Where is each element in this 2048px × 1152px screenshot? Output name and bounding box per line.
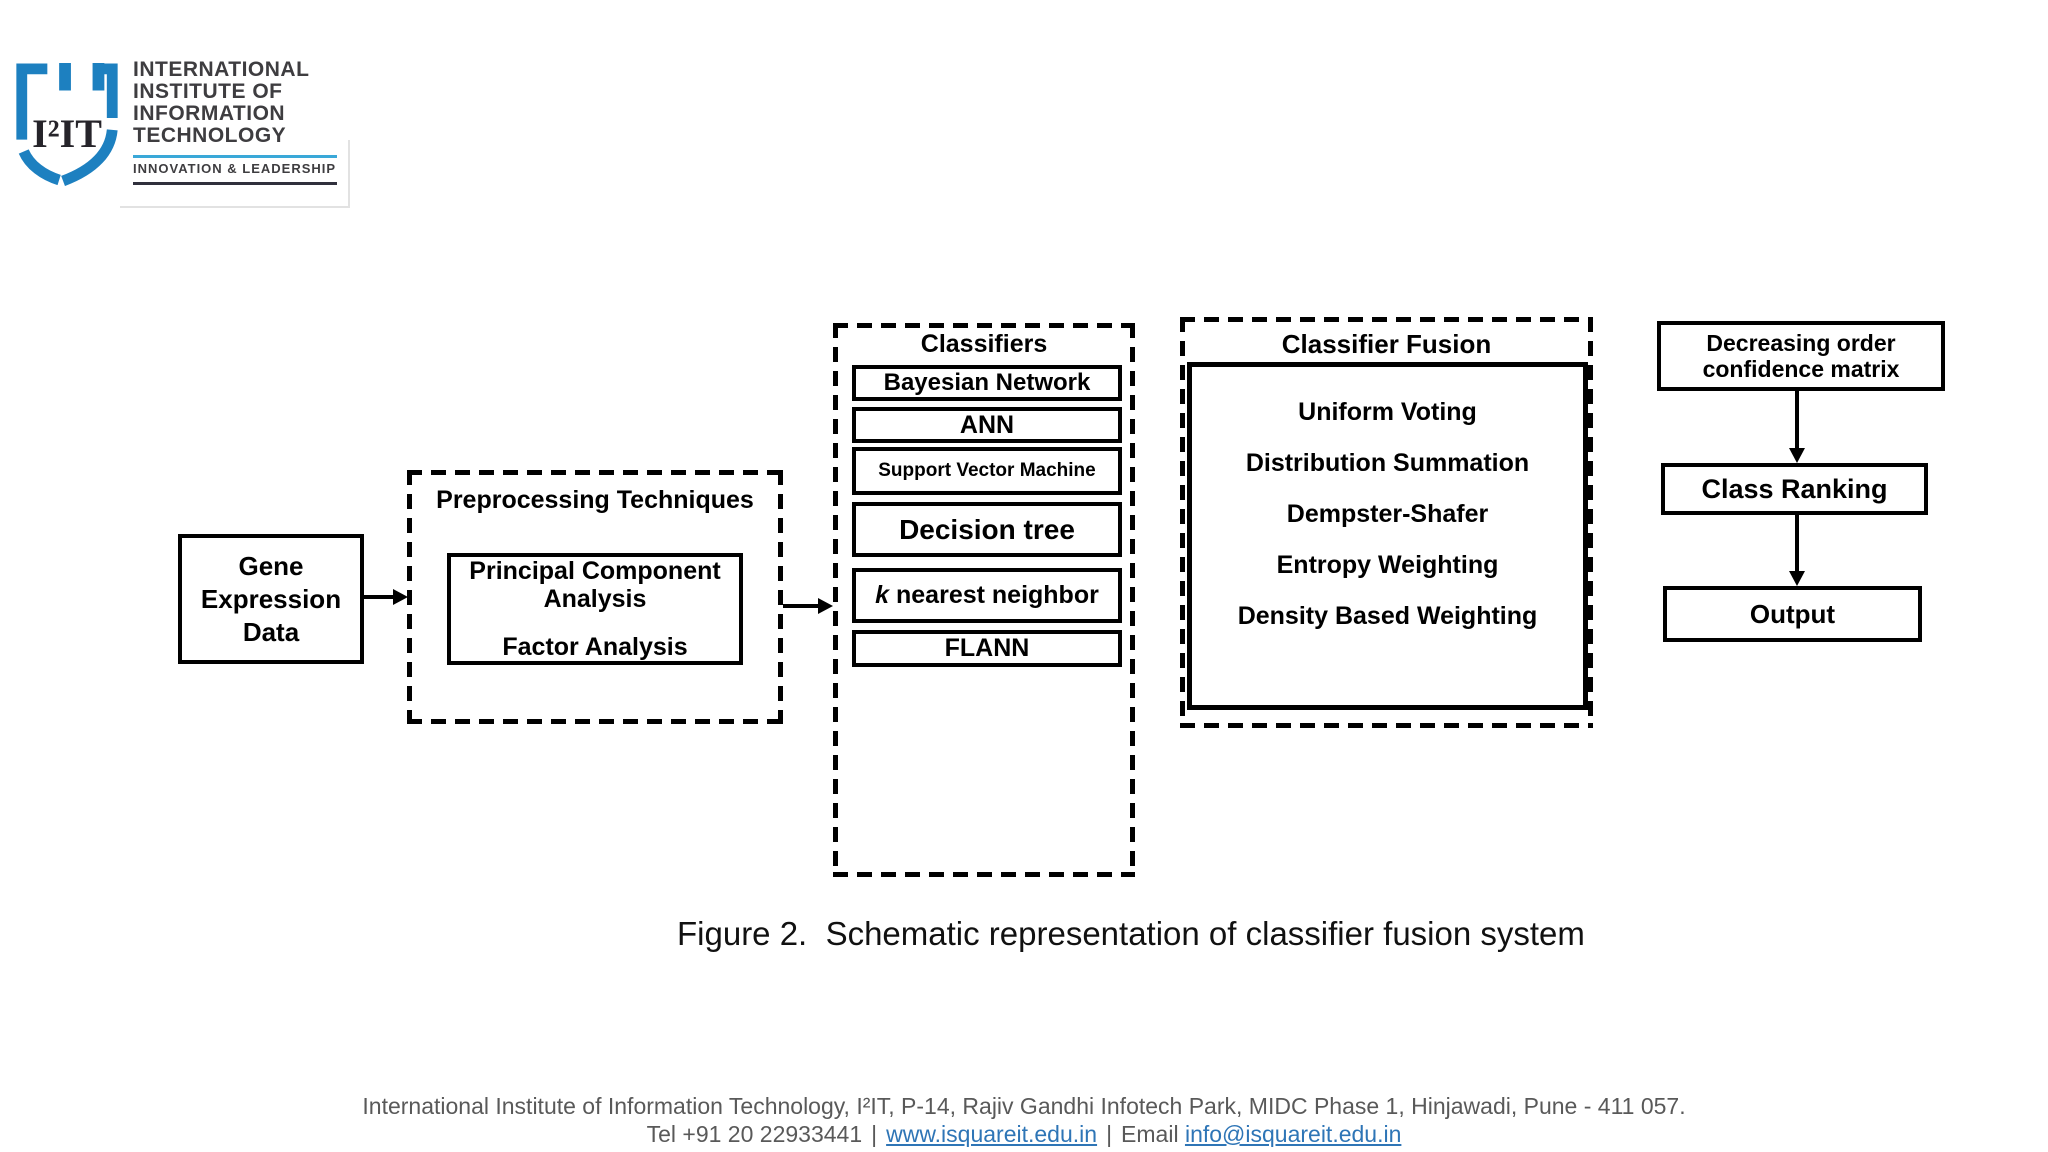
gene-box-line: Data: [242, 616, 300, 647]
arrow-shaft: [1795, 515, 1799, 573]
fusion-method: Uniform Voting: [1298, 398, 1477, 426]
preprocessing-techniques-group: Preprocessing Techniques Principal Compo…: [407, 470, 783, 724]
knn-k: k: [875, 581, 890, 609]
footer-website-link[interactable]: www.isquareit.edu.in: [886, 1121, 1098, 1147]
logo-name-line: TECHNOLOGY: [133, 124, 287, 147]
footer-contact-line: Tel +91 20 22933441 | www.isquareit.edu.in…: [0, 1120, 2048, 1148]
confidence-line: confidence matrix: [1702, 356, 1900, 382]
preprocessing-title: Preprocessing Techniques: [436, 486, 754, 514]
gene-expression-data-box: Gene Expression Data: [178, 534, 364, 664]
logo-tagline: INNOVATION & LEADERSHIP: [133, 161, 337, 176]
arrow-preprocessing-to-classifiers: [783, 598, 833, 614]
arrow-shaft: [1795, 391, 1799, 450]
pca-factor-analysis-box: Principal Component Analysis Factor Anal…: [447, 553, 743, 665]
arrow-ranking-to-output: [1789, 515, 1805, 586]
classifiers-title: Classifiers: [920, 330, 1048, 358]
arrow-head: [393, 589, 408, 605]
classifier-fusion-title: Classifier Fusion: [1281, 329, 1492, 359]
fusion-method: Density Based Weighting: [1237, 602, 1538, 630]
class-ranking-box: Class Ranking: [1661, 463, 1928, 515]
fusion-method: Distribution Summation: [1245, 449, 1530, 477]
arrow-head: [1789, 571, 1805, 586]
classifier-bayesian-network-box: Bayesian Network: [852, 365, 1122, 401]
logo-teal-rule: [133, 155, 337, 158]
output-box: Output: [1663, 586, 1922, 642]
arrow-gene-to-preprocessing: [364, 589, 408, 605]
classifier-flann-box: FLANN: [852, 630, 1122, 667]
logo-name-line: INSTITUTE OF: [133, 80, 283, 103]
arrow-shaft: [783, 604, 821, 608]
footer-tel: Tel +91 20 22933441: [646, 1121, 863, 1147]
knn-rest: nearest neighbor: [889, 581, 1099, 609]
footer-email-label: Email: [1121, 1121, 1179, 1147]
figure-caption: Figure 2. Schematic representation of cl…: [677, 915, 1585, 952]
logo-name-line: INFORMATION: [133, 102, 286, 125]
logo-acronym: I²IT: [32, 111, 102, 156]
classifier-ann-box: ANN: [852, 407, 1122, 443]
arrow-confidence-to-ranking: [1789, 391, 1805, 463]
arrow-head: [818, 598, 833, 614]
gene-box-line: Expression: [200, 583, 342, 614]
classifier-svm-box: Support Vector Machine: [852, 447, 1122, 495]
logo-institute-name: INTERNATIONAL INSTITUTE OF INFORMATION T…: [133, 59, 309, 147]
pca-line: Principal Component: [469, 557, 721, 585]
footer-separator: |: [1106, 1121, 1113, 1147]
pca-line: Analysis: [543, 585, 647, 613]
logo-name-line: INTERNATIONAL: [133, 58, 310, 81]
classifier-knn-box: k nearest neighbor: [852, 568, 1122, 623]
confidence-line: Decreasing order: [1706, 330, 1896, 356]
arrow-head: [1789, 448, 1805, 463]
footer-separator: |: [871, 1121, 878, 1147]
classifier-fusion-group: Classifier Fusion Uniform Voting Distrib…: [1180, 317, 1593, 728]
fusion-method: Entropy Weighting: [1276, 551, 1499, 579]
footer-email-link[interactable]: info@isquareit.edu.in: [1184, 1121, 1402, 1147]
iit-shield-icon: [16, 62, 118, 186]
footer: International Institute of Information T…: [0, 1092, 2048, 1148]
arrow-shaft: [364, 595, 396, 599]
logo-dark-rule: [133, 182, 337, 185]
logo-frame: [120, 140, 350, 208]
fusion-methods-box: Uniform Voting Distribution Summation De…: [1187, 362, 1588, 710]
fusion-method: Dempster-Shafer: [1286, 500, 1489, 528]
gene-box-line: Gene: [238, 550, 304, 581]
classifiers-group: Classifiers Bayesian Network ANN Support…: [833, 323, 1135, 877]
footer-address: International Institute of Information T…: [362, 1093, 1686, 1119]
classifier-decision-tree-box: Decision tree: [852, 502, 1122, 557]
factor-analysis-line: Factor Analysis: [502, 633, 688, 661]
confidence-matrix-box: Decreasing order confidence matrix: [1657, 321, 1945, 391]
